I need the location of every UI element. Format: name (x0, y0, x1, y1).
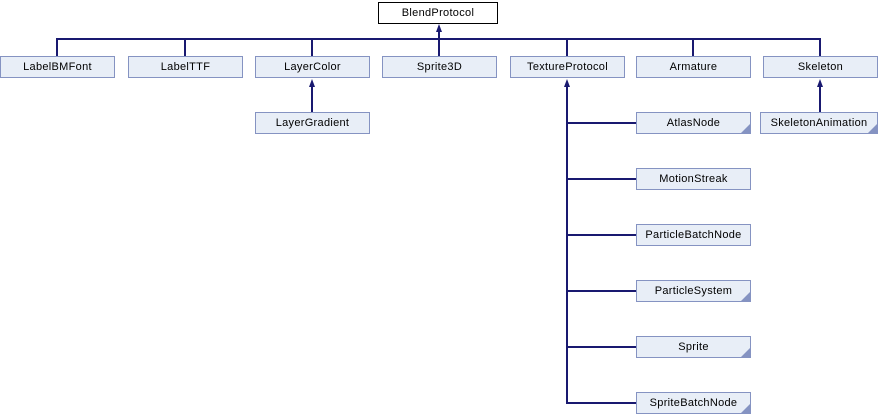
arrow-up-icon (436, 24, 442, 32)
truncated-corner-icon (741, 292, 750, 301)
edge-crossbar (56, 38, 821, 40)
edge-branch-spritebatchnode (566, 402, 636, 404)
arrow-up-icon (309, 79, 315, 87)
node-label: SkeletonAnimation (770, 117, 868, 129)
edge-stub-skeleton (819, 40, 821, 56)
edge-branch-particlesystem (566, 290, 636, 292)
node-skeletonanimation[interactable]: SkeletonAnimation (760, 112, 878, 134)
node-particlesystem[interactable]: ParticleSystem (636, 280, 751, 302)
node-sprite[interactable]: Sprite (636, 336, 751, 358)
node-labelbmfont[interactable]: LabelBMFont (0, 56, 115, 78)
edge-branch-particlebatchnode (566, 234, 636, 236)
node-motionstreak[interactable]: MotionStreak (636, 168, 751, 190)
truncated-corner-icon (741, 348, 750, 357)
edge-branch-atlasnode (566, 122, 636, 124)
edge-skeletonanimation (819, 85, 821, 112)
edge-stub-labelbmfont (56, 40, 58, 56)
edge-stub-sprite3d (438, 40, 440, 56)
node-atlasnode[interactable]: AtlasNode (636, 112, 751, 134)
node-label: Sprite (678, 341, 709, 353)
node-labelttf[interactable]: LabelTTF (128, 56, 243, 78)
edge-stub-textureprotocol (566, 40, 568, 56)
arrow-up-icon (817, 79, 823, 87)
node-textureprotocol[interactable]: TextureProtocol (510, 56, 625, 78)
node-layercolor[interactable]: LayerColor (255, 56, 370, 78)
node-label: AtlasNode (666, 117, 721, 129)
node-layergradient[interactable]: LayerGradient (255, 112, 370, 134)
truncated-corner-icon (741, 124, 750, 133)
edge-textureprotocol-trunk (566, 85, 568, 404)
node-skeleton[interactable]: Skeleton (763, 56, 878, 78)
truncated-corner-icon (868, 124, 877, 133)
node-sprite3d[interactable]: Sprite3D (382, 56, 497, 78)
edge-stub-layercolor (311, 40, 313, 56)
node-armature[interactable]: Armature (636, 56, 751, 78)
node-blendprotocol[interactable]: BlendProtocol (378, 2, 498, 24)
truncated-corner-icon (741, 404, 750, 413)
node-label: ParticleSystem (654, 285, 733, 297)
edge-layergradient (311, 85, 313, 112)
arrow-up-icon (564, 79, 570, 87)
edge-stub-armature (692, 40, 694, 56)
node-spritebatchnode[interactable]: SpriteBatchNode (636, 392, 751, 414)
node-particlebatchnode[interactable]: ParticleBatchNode (636, 224, 751, 246)
edge-root-stem (438, 30, 440, 38)
edge-branch-motionstreak (566, 178, 636, 180)
edge-branch-sprite (566, 346, 636, 348)
node-label: SpriteBatchNode (649, 397, 738, 409)
edge-stub-labelttf (184, 40, 186, 56)
